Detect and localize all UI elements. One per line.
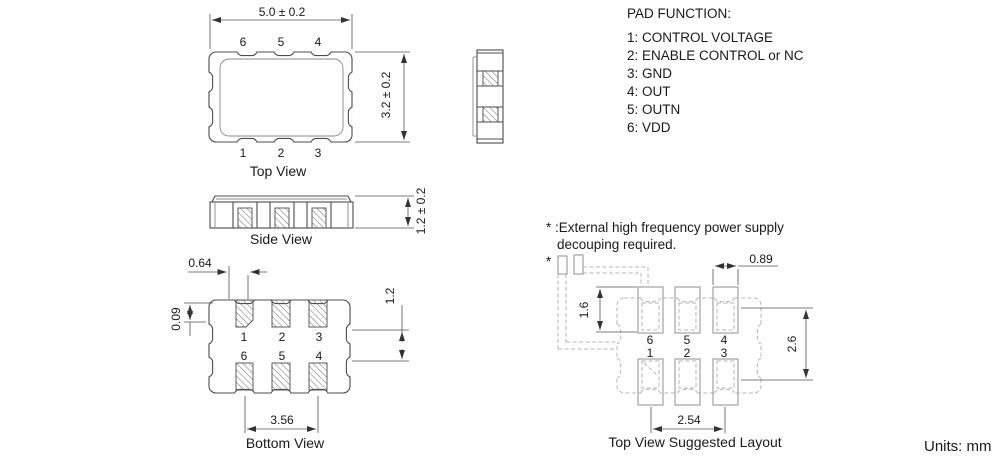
side-view-pad: [311, 207, 327, 229]
layout-pad6: [637, 286, 664, 334]
bottom-view-pad1-label: 1: [241, 330, 248, 344]
bottom-view-pad5-label: 5: [279, 349, 286, 363]
bottom-view-pad5: [271, 362, 291, 391]
side-view-height-dim: 1.2 ± 0.2: [414, 187, 428, 234]
pad-function-item-4: 4: OUT: [627, 84, 671, 99]
top-view-pad4-label: 4: [315, 35, 322, 49]
bottom-view-dim-12: 1.2: [383, 287, 397, 304]
top-view-height-dim: 3.2 ± 0.2: [379, 71, 393, 118]
end-view-pad: [482, 70, 499, 87]
layout-pad3-label: 3: [721, 346, 728, 360]
side-view-drawing: 1.2 ± 0.2 Side View: [209, 187, 428, 247]
bottom-view-dim-356: 3.56: [270, 413, 294, 427]
layout-dim-26: 2.6: [785, 335, 799, 352]
layout-pad1: [637, 358, 664, 406]
decoupling-cap: [573, 254, 584, 275]
pad-function-item-6: 6: VDD: [627, 120, 671, 135]
bottom-view-pad4-label: 4: [316, 349, 323, 363]
top-view-pad5-label: 5: [278, 35, 285, 49]
layout-dim-254: 2.54: [677, 413, 701, 427]
layout-outline-castellations: [616, 297, 762, 394]
layout-star: *: [546, 254, 552, 269]
bottom-view-pad4: [308, 362, 328, 391]
suggested-layout-drawing: * :External high frequency power supply …: [546, 220, 813, 450]
layout-dim-16: 1.6: [577, 301, 591, 318]
end-view-pad: [482, 106, 499, 123]
bottom-view-pad2-label: 2: [279, 330, 286, 344]
bottom-view-drawing: 1 2 3 6 5 4 0.64 0.09 1.2 3.56 Bottom Vi…: [169, 256, 409, 451]
layout-pad2: [674, 358, 701, 406]
pad-function-item-3: 3: GND: [627, 66, 672, 81]
layout-dim-089: 0.89: [749, 252, 773, 266]
top-view-drawing: 5.0 ± 0.2 6 5 4 1 2 3 3.2 ± 0.2 Top Vie: [208, 5, 410, 179]
bottom-view-dim-064: 0.64: [188, 256, 212, 270]
suggested-layout-title: Top View Suggested Layout: [608, 434, 781, 450]
side-view-title: Side View: [250, 231, 313, 247]
top-view-castellations: [208, 51, 353, 143]
layout-pad3: [712, 358, 739, 406]
units-label: Units: mm: [924, 438, 992, 455]
layout-note-line2: decouping required.: [557, 237, 676, 252]
layout-pad4-label: 4: [721, 333, 728, 347]
side-view-pad: [274, 207, 290, 229]
bottom-view-pad6: [235, 362, 254, 391]
layout-pad2-label: 2: [684, 346, 691, 360]
top-view-title: Top View: [250, 163, 307, 179]
bottom-view-pad6-label: 6: [241, 349, 248, 363]
layout-pad5: [674, 286, 701, 334]
decoupling-cap: [557, 255, 568, 275]
pad-function-list: PAD FUNCTION: 1: CONTROL VOLTAGE 2: ENAB…: [627, 6, 804, 135]
layout-note-line1: * :External high frequency power supply: [546, 220, 784, 235]
top-view-pad2-label: 2: [278, 146, 285, 160]
top-view-lid-edge: [219, 58, 344, 137]
top-view-width-dim: 5.0 ± 0.2: [259, 5, 306, 19]
bottom-view-pad2: [271, 299, 291, 328]
top-view-pad6-label: 6: [240, 35, 247, 49]
bottom-view-pad1: [235, 299, 254, 328]
bottom-view-pad3: [308, 299, 328, 328]
bottom-view-pad3-label: 3: [316, 330, 323, 344]
bottom-view-dim-009: 0.09: [169, 307, 183, 331]
layout-pad5-label: 5: [684, 333, 691, 347]
top-view-pad1-label: 1: [240, 146, 247, 160]
layout-pad1-label: 1: [647, 346, 654, 360]
end-view-drawing: [472, 49, 504, 144]
pad-function-item-2: 2: ENABLE CONTROL or NC: [627, 48, 804, 63]
bottom-view-title: Bottom View: [246, 435, 325, 451]
pad-function-item-5: 5: OUTN: [627, 102, 680, 117]
top-view-pad3-label: 3: [315, 146, 322, 160]
layout-pad6-label: 6: [647, 333, 654, 347]
pad-function-item-1: 1: CONTROL VOLTAGE: [627, 30, 773, 45]
layout-pad4: [712, 286, 739, 334]
pad-function-title: PAD FUNCTION:: [627, 6, 731, 21]
side-view-pad: [237, 207, 253, 229]
